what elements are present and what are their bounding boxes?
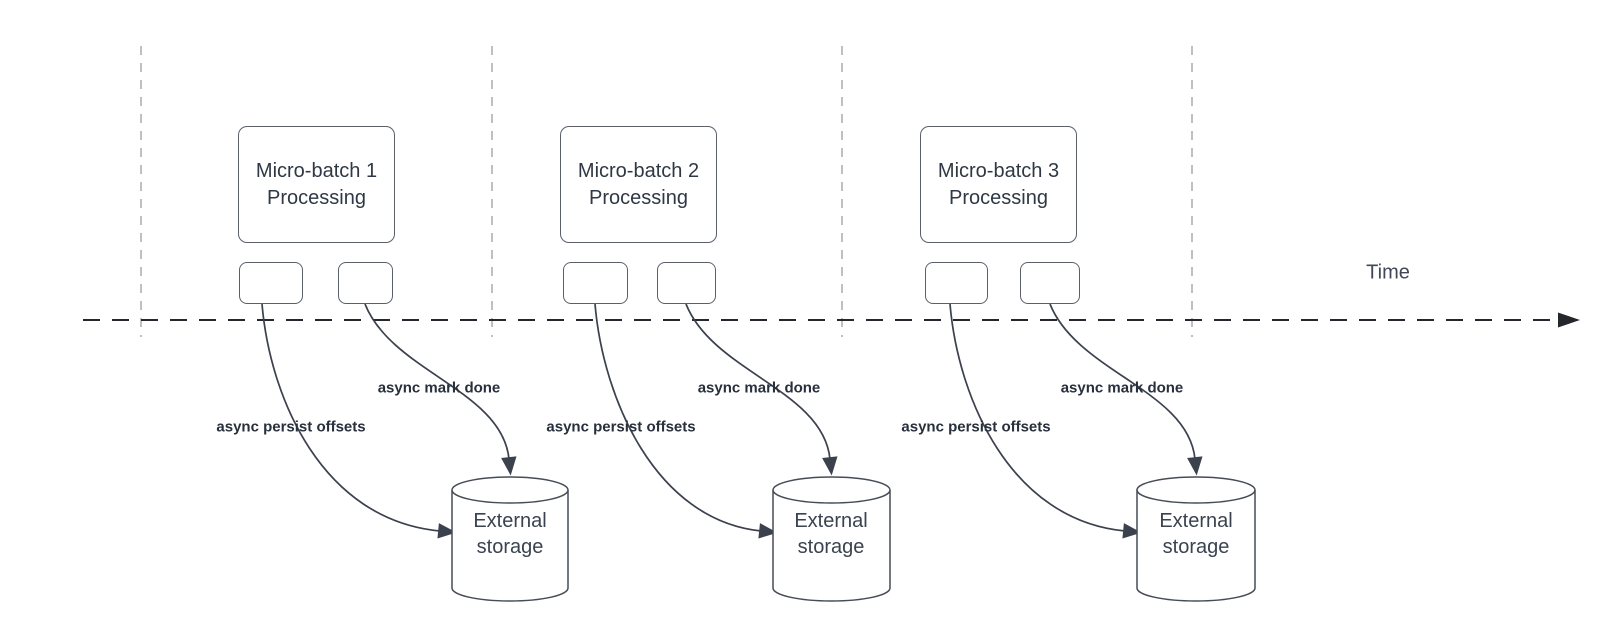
micro-batch-2-title-line1: Micro-batch 2 xyxy=(577,159,700,182)
micro-batch-1-box: Micro-batch 1 Processing xyxy=(238,126,395,243)
external-storage-label-3: External storage xyxy=(1159,508,1232,560)
mark-done-source-box-1 xyxy=(338,262,393,304)
persist-offsets-label-3: async persist offsets xyxy=(901,418,1051,436)
external-storage-label-3-line1: External xyxy=(1159,510,1233,532)
persist-offsets-label-2: async persist offsets xyxy=(546,418,696,436)
micro-batch-2-title-line2: Processing xyxy=(589,186,688,209)
micro-batch-3-title-line1: Micro-batch 3 xyxy=(937,159,1060,182)
persist-source-box-1 xyxy=(239,262,303,304)
mark-done-arrow-2 xyxy=(685,303,838,476)
mark-done-label-3: async mark done xyxy=(1060,379,1184,397)
persist-source-box-2 xyxy=(563,262,628,304)
external-storage-label-3-line2: storage xyxy=(1162,536,1230,558)
external-storage-label-1: External storage xyxy=(473,508,546,560)
mark-done-source-box-2 xyxy=(657,262,716,304)
external-storage-cylinder-2 xyxy=(772,476,891,602)
persist-offsets-arrow-2 xyxy=(594,303,778,539)
external-storage-cylinder-3 xyxy=(1136,476,1256,602)
micro-batch-2-box: Micro-batch 2 Processing xyxy=(560,126,717,243)
mark-done-label-2: async mark done xyxy=(697,379,821,397)
external-storage-cylinder-1 xyxy=(451,476,569,602)
mark-done-arrow-3 xyxy=(1049,303,1203,476)
external-storage-label-1-line1: External xyxy=(473,510,547,532)
external-storage-label-2: External storage xyxy=(794,508,867,560)
external-storage-label-2-line1: External xyxy=(794,510,868,532)
persist-offsets-arrow-3 xyxy=(949,303,1142,539)
time-label: Time xyxy=(1366,261,1410,284)
micro-batch-3-box: Micro-batch 3 Processing xyxy=(920,126,1077,243)
micro-batch-1-title-line2: Processing xyxy=(267,186,366,209)
time-axis-arrowhead-icon xyxy=(1558,312,1580,328)
mark-done-arrow-1 xyxy=(364,303,517,476)
persist-offsets-arrow-1 xyxy=(261,303,457,539)
external-storage-label-2-line2: storage xyxy=(797,536,865,558)
external-storage-label-1-line2: storage xyxy=(476,536,544,558)
micro-batch-3-title-line2: Processing xyxy=(949,186,1048,209)
persist-offsets-label-1: async persist offsets xyxy=(216,418,366,436)
persist-source-box-3 xyxy=(925,262,988,304)
micro-batch-1-title-line1: Micro-batch 1 xyxy=(255,159,378,182)
mark-done-source-box-3 xyxy=(1020,262,1080,304)
mark-done-label-1: async mark done xyxy=(377,379,501,397)
